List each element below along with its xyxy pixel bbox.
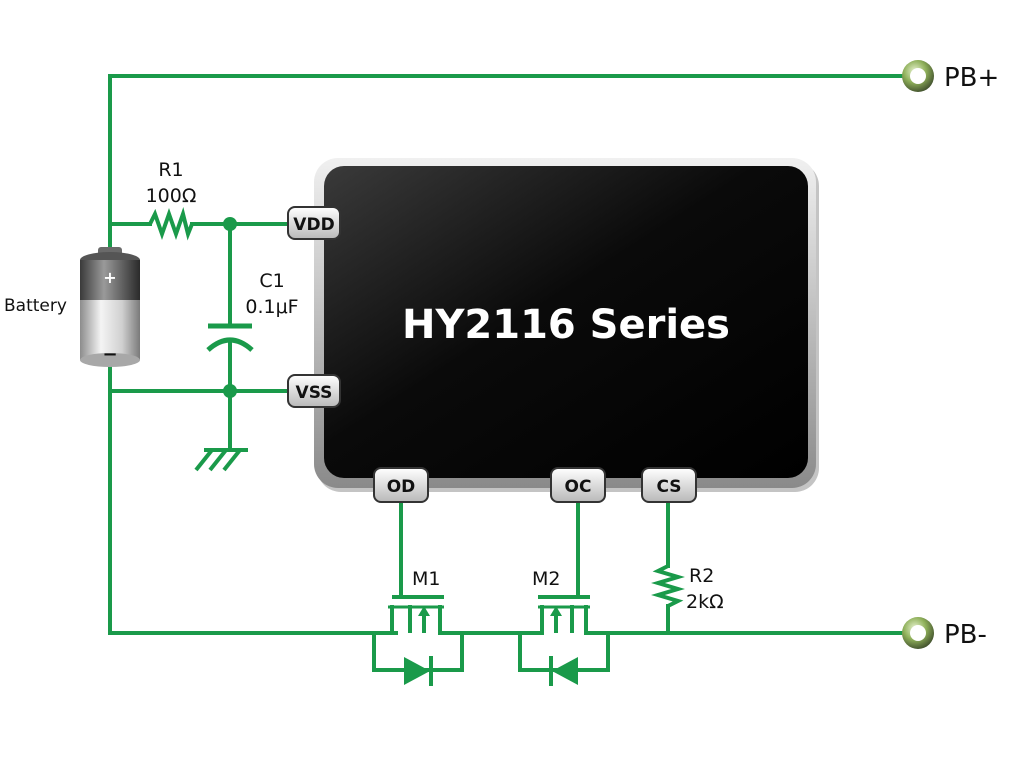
battery-minus: − — [102, 344, 117, 365]
pin-od-label: OD — [387, 477, 416, 497]
battery-label: Battery — [4, 296, 67, 316]
mosfet-m1-arrow — [418, 606, 430, 616]
wires — [108, 74, 907, 635]
capacitor-c1 — [206, 323, 254, 352]
pb-plus-label: PB+ — [944, 63, 999, 93]
terminal-pb-minus: PB- — [902, 617, 987, 650]
chip-title: HY2116 Series — [402, 302, 730, 348]
terminal-pb-plus: PB+ — [902, 60, 999, 93]
m1-name: M1 — [412, 568, 440, 590]
junction-vdd — [223, 217, 237, 231]
r2-name: R2 — [689, 565, 714, 587]
junction-vss — [223, 384, 237, 398]
pin-oc: OC — [550, 467, 606, 503]
junctions — [223, 217, 237, 398]
diode-m2 — [549, 656, 578, 686]
ground-icon — [194, 448, 248, 472]
pin-oc-label: OC — [565, 477, 592, 497]
resistor-r1 — [148, 207, 194, 241]
wire-pb-plus-rail — [108, 74, 907, 254]
mosfet-m2 — [518, 595, 610, 672]
resistor-r2 — [651, 564, 685, 608]
pin-cs-label: CS — [656, 477, 681, 497]
pin-vss: VSS — [287, 374, 341, 408]
c1-value: 0.1μF — [245, 296, 298, 318]
diode-m1 — [404, 656, 433, 686]
pin-vss-label: VSS — [296, 383, 333, 403]
pin-od: OD — [373, 467, 429, 503]
r1-name: R1 — [158, 159, 183, 181]
c1-name: C1 — [259, 270, 284, 292]
chip: HY2116 Series — [314, 158, 819, 492]
m2-name: M2 — [532, 568, 560, 590]
battery-plus: + — [103, 268, 116, 287]
r1-value: 100Ω — [146, 185, 197, 207]
battery-icon: + − — [80, 247, 140, 367]
pin-vdd-label: VDD — [293, 215, 334, 235]
pin-cs: CS — [641, 467, 697, 503]
pb-minus-label: PB- — [944, 620, 987, 650]
mosfet-m2-arrow — [550, 606, 562, 616]
r2-value: 2kΩ — [686, 591, 724, 613]
mosfet-m1 — [372, 595, 464, 672]
pin-vdd: VDD — [287, 206, 341, 240]
